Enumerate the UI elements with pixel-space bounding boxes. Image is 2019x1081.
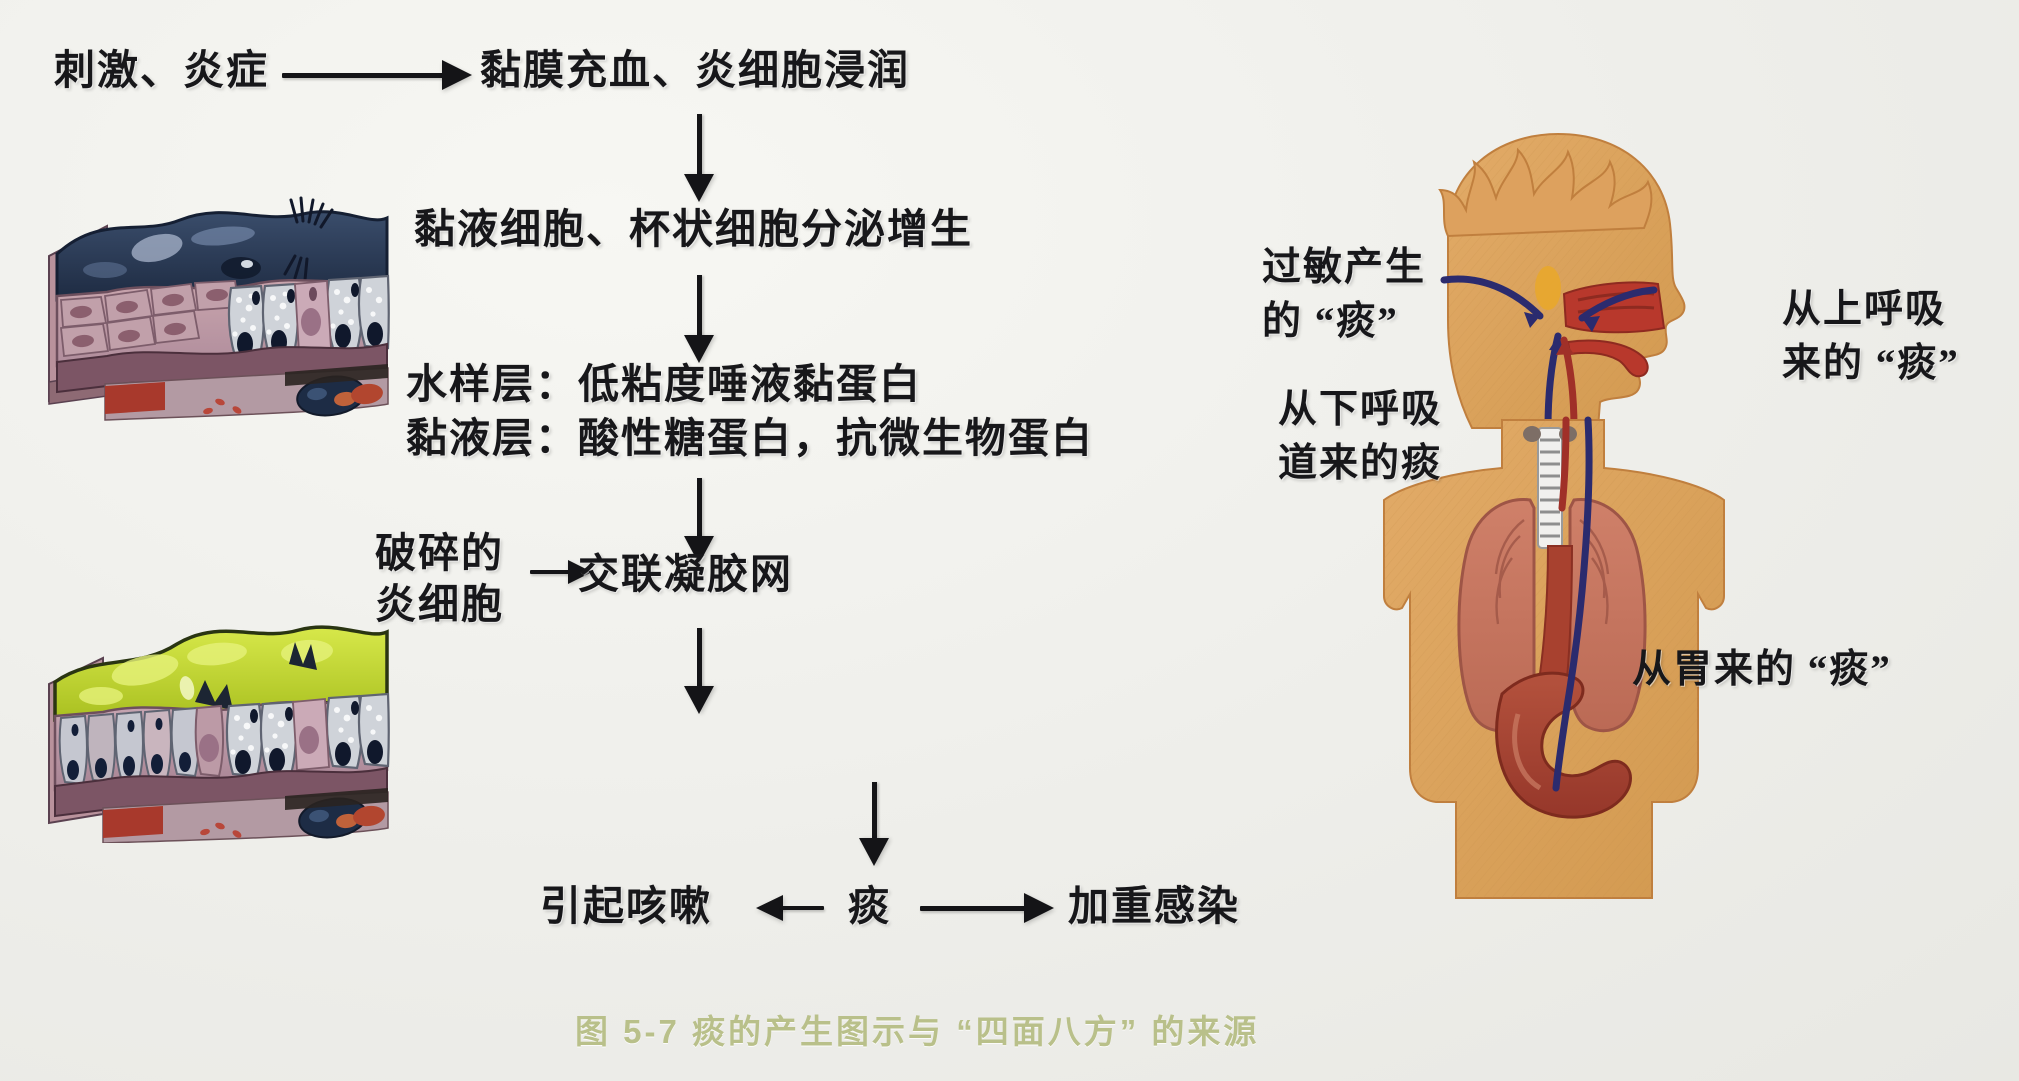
flow-step5-center: 痰 xyxy=(848,883,891,929)
flow-step2: 黏液细胞、杯状细胞分泌增生 xyxy=(414,206,973,252)
label-lower-airway-line2: 道来的痰 xyxy=(1278,442,1443,485)
flow-step4-right: 交联凝胶网 xyxy=(578,551,793,597)
flow-step4-left-line1: 破碎的 xyxy=(375,530,504,576)
flow-step3-line1: 水样层：低粘度唾液黏蛋白 xyxy=(406,361,922,407)
label-allergy-line2: 的 “痰” xyxy=(1262,300,1399,343)
histology-panel-normal-epithelium xyxy=(45,196,390,421)
label-stomach: 从胃来的 “痰” xyxy=(1632,648,1892,691)
flow-step4-left-line2: 炎细胞 xyxy=(375,581,504,627)
label-upper-airway-line2: 来的 “痰” xyxy=(1782,342,1960,385)
figure-caption: 图 5-7 痰的产生图示与 “四面八方” 的来源 xyxy=(575,1013,1260,1050)
flow-step5-right: 加重感染 xyxy=(1068,883,1240,929)
flow-step1-right: 黏膜充血、炎细胞浸润 xyxy=(480,47,910,93)
flow-step5-left: 引起咳嗽 xyxy=(540,883,712,929)
flow-step1-left: 刺激、炎症 xyxy=(54,47,269,93)
body-illustration xyxy=(1352,128,1832,928)
label-allergy-line1: 过敏产生 xyxy=(1262,246,1427,289)
label-lower-airway-line1: 从下呼吸 xyxy=(1278,388,1443,431)
histology-panel-inflamed-epithelium xyxy=(45,618,390,843)
label-upper-airway-line1: 从上呼吸 xyxy=(1782,288,1947,331)
flow-step3-line2: 黏液层：酸性糖蛋白，抗微生物蛋白 xyxy=(406,415,1094,461)
